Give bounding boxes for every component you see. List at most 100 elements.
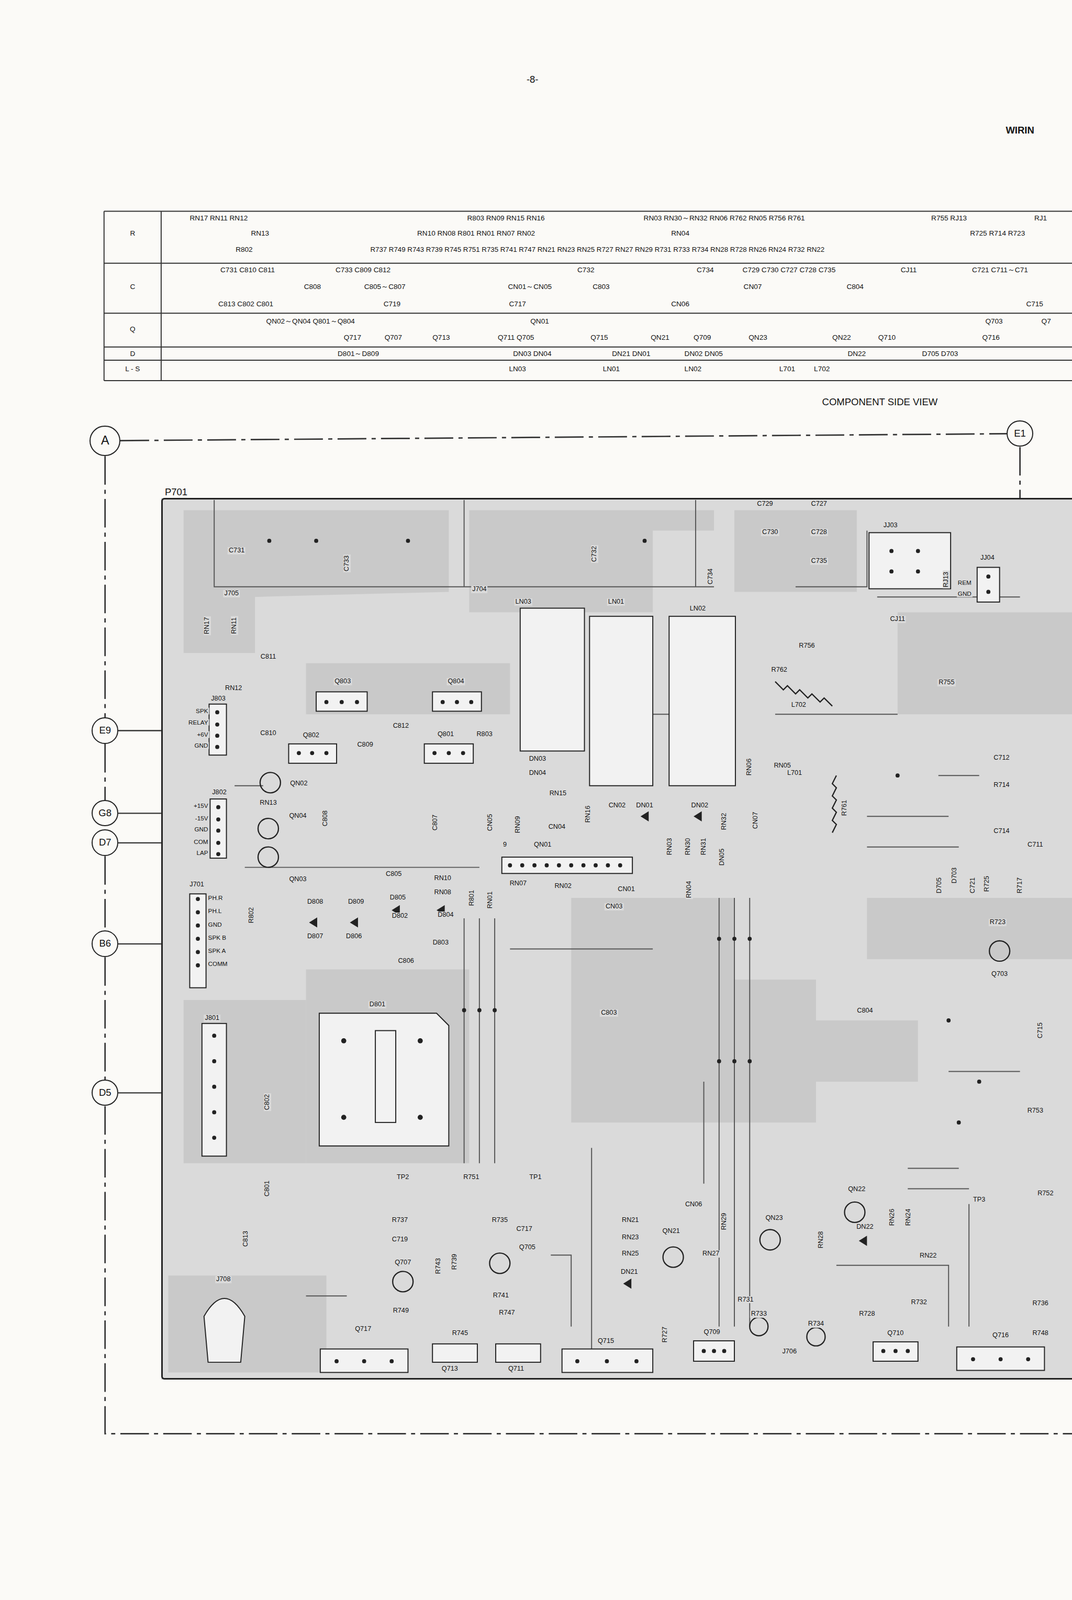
- part-label: GND: [193, 742, 210, 750]
- pcb-artwork: [258, 846, 279, 868]
- pcb-artwork: [183, 999, 307, 1164]
- pcb-artwork: [189, 532, 1045, 1372]
- part-label: RJ13: [942, 570, 951, 589]
- pcb-artwork: [183, 509, 450, 653]
- part-label: C811: [259, 653, 277, 661]
- table-text: Q715: [589, 333, 609, 342]
- part-label: C711: [1026, 841, 1044, 849]
- part-label: R803: [475, 730, 494, 739]
- part-label: D804: [436, 911, 455, 919]
- part-label: REM: [956, 578, 973, 586]
- part-label: D808: [306, 898, 325, 906]
- reference-letter: G8: [98, 807, 112, 819]
- pcb-artwork: [986, 574, 991, 579]
- pcb-artwork: [432, 750, 437, 755]
- pcb-artwork: [881, 1348, 886, 1354]
- table-text: C813 C802 C801: [217, 299, 275, 308]
- part-label: Q710: [886, 1329, 905, 1337]
- part-label: R728: [857, 1310, 876, 1318]
- table-text: C715: [1024, 299, 1045, 308]
- pcb-artwork: [866, 775, 1020, 1071]
- part-label: R747: [497, 1309, 516, 1317]
- pcb-artwork: [362, 1358, 367, 1364]
- part-label: JJ03: [882, 521, 899, 530]
- part-label: RN28: [817, 1229, 825, 1249]
- pcb-artwork: [267, 538, 272, 543]
- pcb-artwork: [717, 936, 722, 941]
- pcb-artwork: [593, 863, 598, 868]
- table-text: Q7: [1040, 317, 1053, 326]
- pcb-artwork: [489, 1252, 510, 1273]
- reference-circle: B6: [91, 930, 119, 957]
- pcb-artwork: [634, 1358, 639, 1364]
- pcb-artwork: [168, 1275, 327, 1372]
- pcb-artwork: [717, 1058, 722, 1064]
- pcb-artwork: [989, 940, 1010, 962]
- part-label: C809: [355, 741, 374, 749]
- pcb-artwork: [623, 1278, 632, 1289]
- part-label: R743: [434, 1256, 443, 1275]
- pcb-artwork: [341, 1037, 347, 1044]
- table-text: C808: [303, 282, 323, 291]
- pcb-artwork: [605, 863, 610, 868]
- part-label: RN31: [700, 836, 708, 856]
- part-label: J701: [188, 880, 206, 889]
- pcb-artwork: [581, 863, 586, 868]
- pcb-artwork: [432, 1343, 478, 1362]
- pcb-artwork: [889, 549, 894, 554]
- table-text: Q710: [877, 333, 897, 342]
- reference-letter: A: [101, 433, 110, 448]
- part-label: RN01: [486, 889, 495, 909]
- pcb-artwork: [464, 918, 495, 1164]
- table-text: C803: [591, 282, 611, 291]
- reference-circle: G8: [91, 799, 119, 827]
- part-label: QN23: [764, 1214, 784, 1222]
- pcb-artwork: [732, 1058, 737, 1064]
- pcb-artwork: [195, 909, 200, 914]
- part-label: PH.R: [207, 894, 225, 901]
- table-text: C733 C809 C812: [334, 266, 392, 275]
- pcb-artwork: [986, 589, 991, 595]
- table-text: C719: [382, 299, 402, 308]
- part-label: R717: [1016, 876, 1024, 895]
- part-label: DN02: [690, 801, 710, 810]
- pcb-artwork: [469, 699, 474, 705]
- part-label: DN22: [855, 1223, 875, 1231]
- pcb-artwork: [216, 805, 221, 810]
- part-label: J706: [780, 1347, 798, 1356]
- part-label: R723: [988, 918, 1007, 926]
- pcb-artwork: [424, 743, 474, 764]
- table-text: L702: [812, 365, 831, 374]
- pcb-artwork: [893, 1348, 898, 1354]
- part-label: C804: [855, 1007, 874, 1015]
- part-label: QN02: [288, 779, 309, 788]
- part-label: D807: [306, 932, 325, 941]
- table-text: C721 C711～C71: [970, 266, 1030, 275]
- table-text: Q717: [342, 333, 363, 342]
- part-label: SPK B: [207, 933, 228, 941]
- part-label: D801: [368, 1000, 387, 1009]
- part-label: QN04: [287, 812, 308, 820]
- pcb-artwork: [104, 210, 1072, 381]
- pcb-artwork: [454, 699, 460, 705]
- part-label: QN01: [532, 841, 553, 849]
- part-label: R727: [661, 1325, 669, 1344]
- part-label: LN02: [688, 605, 707, 613]
- part-label: R761: [841, 798, 849, 817]
- reference-circle: E1: [1006, 420, 1034, 448]
- part-label: D806: [344, 932, 363, 941]
- part-label: RN26: [888, 1207, 897, 1226]
- part-label: RELAY: [187, 718, 209, 726]
- part-label: C806: [396, 957, 415, 965]
- table-text: DN22: [846, 350, 867, 359]
- pcb-artwork: [734, 509, 857, 592]
- pcb-artwork: [208, 704, 227, 755]
- pcb-artwork: [204, 1298, 245, 1362]
- pcb-artwork: [605, 1358, 610, 1364]
- pcb-artwork: [306, 969, 470, 1164]
- pcb-artwork: [306, 663, 511, 714]
- part-label: Q715: [596, 1337, 616, 1345]
- pcb-artwork: [215, 744, 220, 750]
- table-text: R725 R714 R723: [968, 229, 1026, 238]
- part-label: CN04: [547, 823, 567, 831]
